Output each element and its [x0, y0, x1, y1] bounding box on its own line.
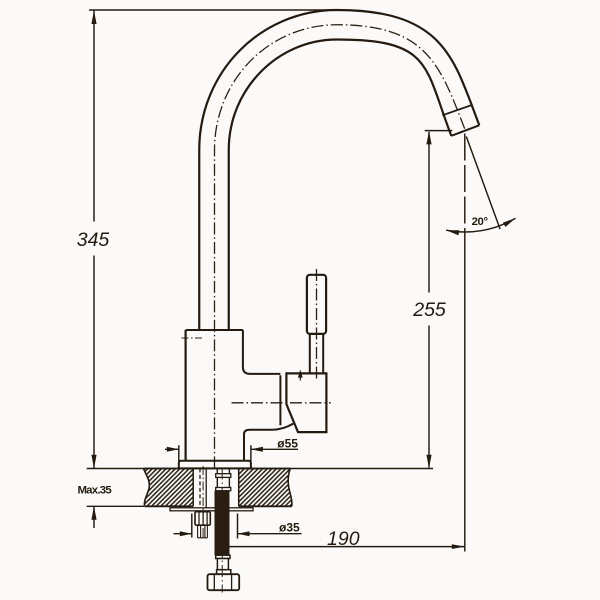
svg-text:Max.35: Max.35 — [77, 484, 112, 496]
svg-text:190: 190 — [327, 528, 360, 550]
svg-text:345: 345 — [77, 229, 110, 251]
svg-text:ø35: ø35 — [279, 521, 300, 535]
svg-text:ø55: ø55 — [277, 436, 298, 450]
svg-text:255: 255 — [412, 299, 446, 321]
svg-text:20°: 20° — [472, 216, 489, 228]
